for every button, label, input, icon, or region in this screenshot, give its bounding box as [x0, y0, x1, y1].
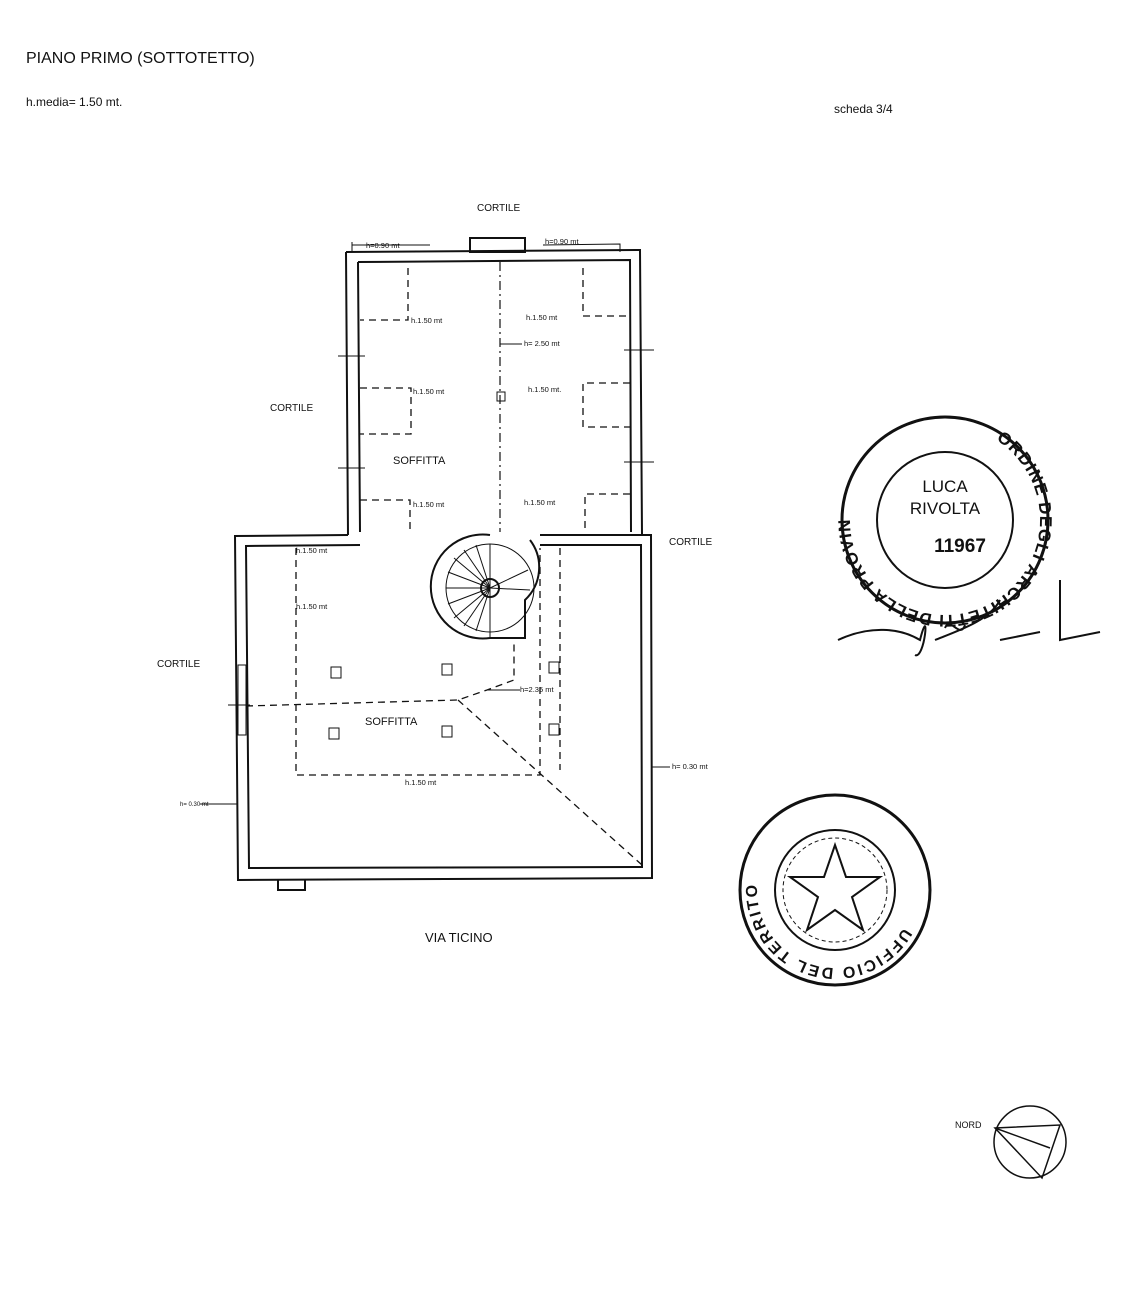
upper-room-walls — [338, 237, 654, 536]
sheet-number: scheda 3/4 — [834, 102, 893, 116]
dim-upper-left-3: h.1.50 mt — [413, 500, 445, 509]
sheet-title: PIANO PRIMO (SOTTOTETTO) — [26, 50, 255, 67]
dimension-labels: h=0.90 mt h=0.90 mt h= 2.50 mt h.1.50 mt… — [180, 237, 709, 808]
dim-lower-2: h.1.50 mt — [296, 602, 328, 611]
signature — [837, 580, 1101, 657]
spiral-staircase — [429, 533, 541, 640]
north-arrow-icon — [993, 1105, 1067, 1180]
stamp-number: 11967 — [934, 536, 986, 557]
dim-upper-right-1: h.1.50 mt — [526, 313, 558, 322]
dim-ridge-lower: h=2.35 mt — [520, 685, 554, 694]
lower-ceiling-lines — [245, 548, 643, 866]
dim-upper-right-2: h.1.50 mt. — [528, 385, 561, 394]
upper-ceiling-lines — [360, 262, 630, 532]
label-street: VIA TICINO — [425, 930, 493, 945]
north-label: NORD — [955, 1120, 982, 1130]
stamp-name-2: RIVOLTA — [910, 499, 981, 518]
label-courtyard-right: CORTILE — [669, 537, 712, 548]
office-stamp-ring-text: UFFICIO DEL TERRITORIO DI MILANO (29) — [0, 0, 912, 981]
label-courtyard-top: CORTILE — [477, 203, 520, 214]
dim-right-eave: h= 0.30 mt — [672, 762, 709, 771]
dim-ridge-upper: h= 2.50 mt — [524, 339, 561, 348]
dim-upper-left-2: h.1.50 mt — [413, 387, 445, 396]
dim-lower-bottom: h.1.50 mt — [405, 778, 437, 787]
dim-top-right: h=0.90 mt — [545, 237, 579, 246]
label-courtyard-left-upper: CORTILE — [270, 403, 313, 414]
dim-left-eave: h= 0.30 mt — [180, 802, 209, 808]
office-stamp: UFFICIO DEL TERRITORIO DI MILANO (29) — [0, 0, 932, 987]
dim-top-left: h=0.90 mt — [366, 241, 400, 250]
dim-lower-1: h.1.50 mt — [296, 546, 328, 555]
lower-room-walls — [200, 534, 670, 891]
label-room-upper: SOFFITTA — [393, 455, 446, 467]
label-room-lower: SOFFITTA — [365, 716, 418, 728]
dim-upper-right-3: h.1.50 mt — [524, 498, 556, 507]
dim-upper-left-1: h.1.50 mt — [411, 316, 443, 325]
stamp-name-1: LUCA — [922, 477, 968, 496]
label-courtyard-left-lower: CORTILE — [157, 659, 200, 670]
average-height: h.media= 1.50 mt. — [26, 95, 122, 109]
